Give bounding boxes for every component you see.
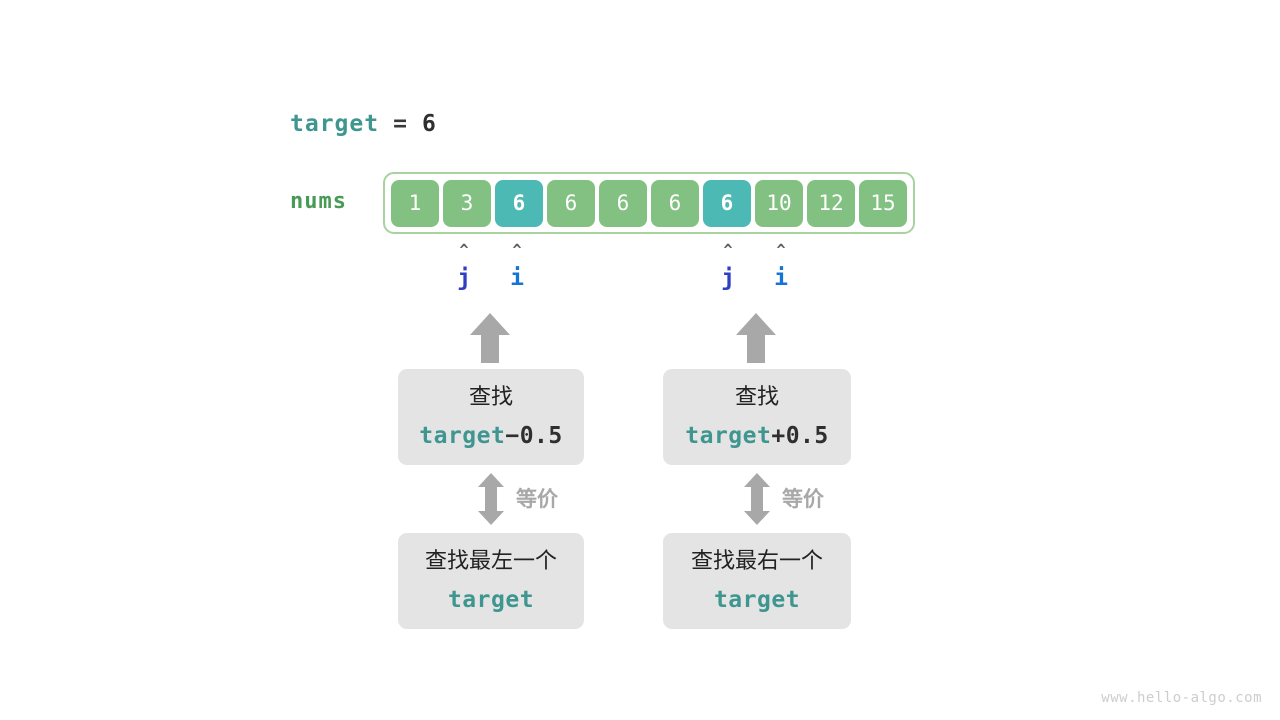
double-arrow-icon <box>478 473 504 525</box>
right-lower-box-keyword: target <box>713 587 801 613</box>
up-arrow-left <box>470 313 510 363</box>
left-upper-box: 查找 target−0.5 <box>398 369 584 465</box>
left-lower-box: 查找最左一个 target <box>398 533 584 629</box>
pointer-j-left: ^ j <box>444 241 484 292</box>
nums-array-label: nums <box>290 189 347 214</box>
target-value: 6 <box>421 111 437 137</box>
caret-icon: ^ <box>459 241 469 259</box>
left-upper-box-expression: target−0.5 <box>419 421 563 451</box>
left-lower-box-title: 查找最左一个 <box>424 549 557 574</box>
pointer-i-left: ^ i <box>497 241 537 292</box>
equivalence-label: 等价 <box>782 486 824 511</box>
expr-number: 0.5 <box>785 423 829 449</box>
expr-sign: − <box>505 423 520 449</box>
array-cell: 6 <box>547 179 595 227</box>
right-upper-box-expression: target+0.5 <box>685 421 829 451</box>
caret-icon: ^ <box>512 241 522 259</box>
expr-keyword: target <box>419 423 506 449</box>
pointer-label: i <box>510 265 524 291</box>
equals-operator: = <box>393 111 408 137</box>
array-cell: 12 <box>807 179 855 227</box>
array-cell: 1 <box>391 179 439 227</box>
array-cell: 15 <box>859 179 907 227</box>
right-upper-box: 查找 target+0.5 <box>663 369 851 465</box>
pointer-label: j <box>457 265 471 291</box>
equivalence-label: 等价 <box>516 486 558 511</box>
array-cell: 6 <box>495 179 543 227</box>
pointer-i-right: ^ i <box>761 241 801 292</box>
right-lower-box-title: 查找最右一个 <box>690 549 823 574</box>
left-equivalence: 等价 <box>478 473 558 525</box>
right-lower-box: 查找最右一个 target <box>663 533 851 629</box>
pointer-label: j <box>721 265 735 291</box>
array-cell: 6 <box>703 179 751 227</box>
up-arrow-right <box>736 313 776 363</box>
right-equivalence: 等价 <box>744 473 824 525</box>
expr-sign: + <box>771 423 786 449</box>
target-declaration: target = 6 <box>290 111 437 137</box>
array-cell: 6 <box>599 179 647 227</box>
target-variable-name: target <box>290 111 380 137</box>
pointer-j-right: ^ j <box>708 241 748 292</box>
caret-icon: ^ <box>723 241 733 259</box>
expr-keyword: target <box>685 423 772 449</box>
expr-number: 0.5 <box>519 423 563 449</box>
left-upper-box-title: 查找 <box>468 385 513 410</box>
double-arrow-icon <box>744 473 770 525</box>
right-upper-box-title: 查找 <box>734 385 779 410</box>
site-watermark: www.hello-algo.com <box>1101 690 1262 706</box>
array-cell: 3 <box>443 179 491 227</box>
array-cell: 10 <box>755 179 803 227</box>
array-cell: 6 <box>651 179 699 227</box>
pointer-label: i <box>774 265 788 291</box>
caret-icon: ^ <box>776 241 786 259</box>
left-lower-box-keyword: target <box>447 587 535 613</box>
